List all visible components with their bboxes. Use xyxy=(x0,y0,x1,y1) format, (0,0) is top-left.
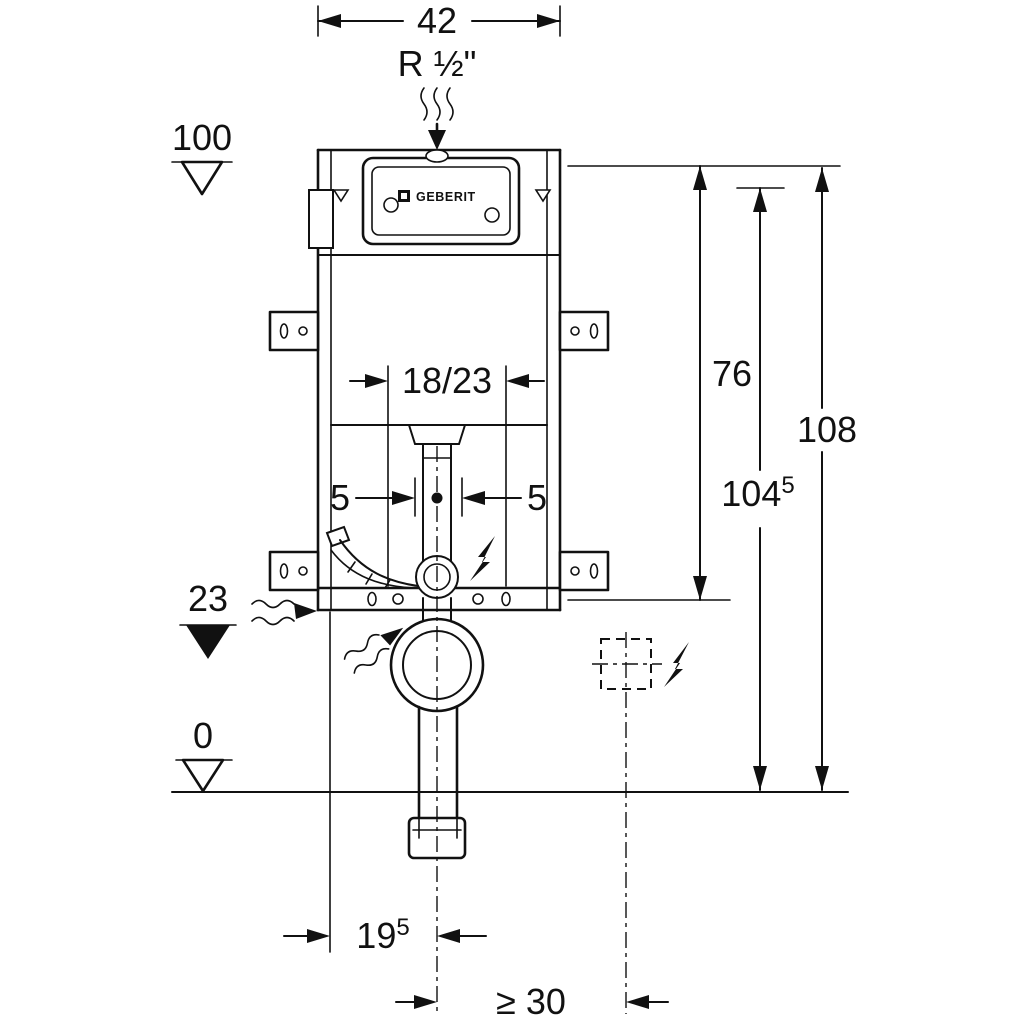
dim-42-label: 42 xyxy=(417,0,457,41)
dimension-height-108: 108 xyxy=(797,167,857,791)
lightning-bolt-icon xyxy=(470,536,495,581)
screw-hole-right xyxy=(484,207,500,223)
fill-valve-bracket xyxy=(308,189,334,249)
dim-min-30-label: ≥ 30 xyxy=(496,981,566,1022)
level-triangle-filled xyxy=(186,625,230,659)
dimension-width-42: 42 xyxy=(317,0,561,41)
wall-brackets xyxy=(268,310,610,592)
arrowhead xyxy=(365,374,388,388)
water-squiggle-icon xyxy=(420,87,454,121)
arrowhead xyxy=(753,188,767,212)
arrowhead xyxy=(307,929,330,943)
dim-108-label: 108 xyxy=(797,409,857,450)
level-marker-100: 100 xyxy=(171,117,233,196)
level-23-label: 23 xyxy=(188,578,228,619)
dim-5-right-label: 5 xyxy=(527,477,547,518)
down-arrow-icon xyxy=(428,130,446,150)
level-100-label: 100 xyxy=(172,117,232,158)
base-plate-holes xyxy=(367,591,511,607)
hose-fitting xyxy=(325,525,351,548)
flush-plate-box: GEBERIT xyxy=(308,149,552,249)
screw-hole-left xyxy=(383,197,399,213)
frame-mark-left xyxy=(332,189,350,203)
brand-label: GEBERIT xyxy=(416,190,476,204)
dim-5-left-label: 5 xyxy=(330,477,350,518)
arrowhead xyxy=(693,576,707,600)
drain-squiggle-arrow xyxy=(343,627,404,674)
dimension-height-76: 76 xyxy=(567,165,841,601)
bracket-lower-left xyxy=(268,550,320,592)
arrowhead xyxy=(537,14,560,28)
arrowhead xyxy=(437,929,460,943)
arrowhead xyxy=(626,995,649,1009)
lightning-bolt-icon xyxy=(664,642,689,687)
level-0-label: 0 xyxy=(193,715,213,756)
dim-18-23-label: 18/23 xyxy=(402,360,492,401)
supply-port xyxy=(425,149,449,163)
electrical-box-outline xyxy=(600,638,652,690)
dim-19-5-label: 195 xyxy=(356,914,409,956)
inflow-squiggle-arrow xyxy=(251,599,317,626)
access-cover-inner xyxy=(371,166,511,236)
level-marker-23: 23 xyxy=(179,578,404,674)
bracket-upper-left xyxy=(268,310,320,352)
level-triangle-open xyxy=(180,160,224,196)
arrowhead xyxy=(392,491,415,505)
supply-connection: R ½" xyxy=(398,43,477,150)
frame-mark-right xyxy=(534,189,552,203)
arrowhead xyxy=(462,491,485,505)
supply-thread-label: R ½" xyxy=(398,43,477,84)
dimension-height-104-5: 1045 xyxy=(721,187,795,791)
arrowhead xyxy=(414,995,437,1009)
arrowhead xyxy=(506,374,529,388)
arrowhead xyxy=(815,766,829,790)
electrical-box xyxy=(592,632,689,1014)
arrowhead xyxy=(693,166,707,190)
floor-level-marker: 0 xyxy=(175,715,233,793)
flush-pipe xyxy=(408,424,466,621)
dim-104-5-label: 1045 xyxy=(721,472,794,514)
dimension-supply-offset: 18/23 xyxy=(349,360,545,587)
arrowhead xyxy=(753,766,767,790)
water-hose xyxy=(325,525,419,589)
arrowhead xyxy=(815,168,829,192)
bracket-upper-right xyxy=(558,310,610,352)
dim-76-label: 76 xyxy=(712,353,752,394)
dimension-min-clearance: ≥ 30 xyxy=(395,981,669,1022)
dimension-pipe-adjust: 5 5 xyxy=(330,477,547,518)
dimension-depth-19-5: 195 xyxy=(283,914,487,956)
arrowhead xyxy=(318,14,341,28)
bracket-lower-right xyxy=(558,550,610,592)
level-triangle-open xyxy=(181,758,225,793)
